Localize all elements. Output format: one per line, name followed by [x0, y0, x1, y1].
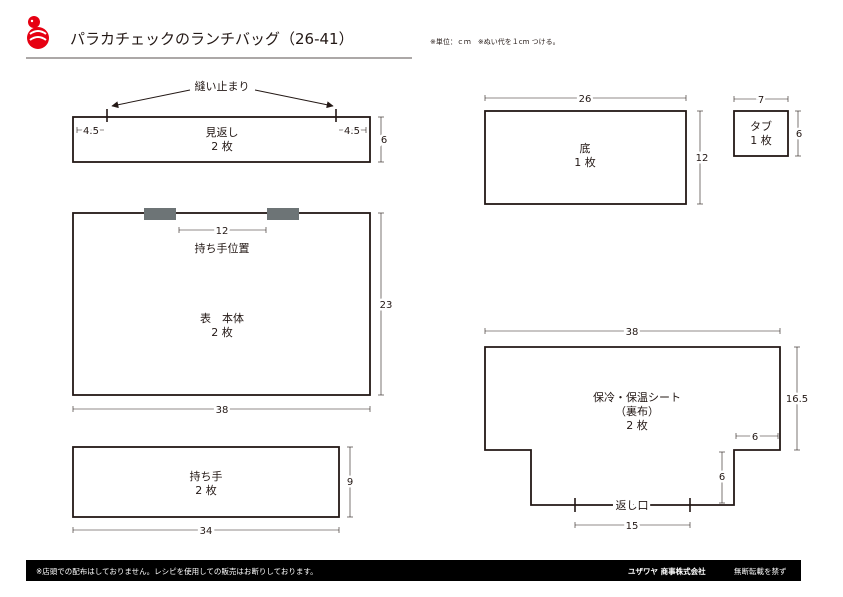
- lining-width: 38: [626, 327, 639, 338]
- tab-outline: [733, 110, 789, 157]
- footer-copyright: 無断転載を禁ず: [734, 566, 787, 576]
- lining-count: 2 枚: [626, 418, 648, 432]
- tab-label: タブ: [750, 119, 772, 133]
- handle-gap: 12: [216, 226, 229, 237]
- body-count: 2 枚: [211, 325, 233, 339]
- body-label: 表 本体: [200, 311, 244, 325]
- brand-logo-icon: [27, 16, 49, 49]
- handle-outline: [72, 446, 340, 518]
- footer-bar: [26, 560, 801, 581]
- unit-note: ※単位：ｃｍ ※ぬい代を１cm つける。: [430, 37, 560, 46]
- opening-label: 返し口: [616, 499, 649, 512]
- lining-outline: [484, 346, 781, 506]
- facing-height: 6: [381, 135, 387, 146]
- bottom-outline: [484, 110, 687, 205]
- bottom-height: 12: [696, 153, 709, 164]
- handle-height: 9: [347, 477, 353, 488]
- facing-label: 見返し: [206, 126, 239, 139]
- notch-height: 6: [719, 472, 725, 483]
- body-piece: 12 持ち手位置 表 本体 2 枚 23 38: [72, 208, 395, 419]
- handle-width: 34: [200, 526, 213, 537]
- notch-width: 6: [752, 432, 758, 443]
- body-width: 38: [216, 405, 229, 416]
- lining-piece: 38 返し口 保冷・保温シート （裏布） 2 枚 16.5 6 6 15: [484, 325, 811, 535]
- bottom-width: 26: [579, 94, 592, 105]
- stitch-stop-arrow-left: [111, 89, 191, 109]
- handle-count: 2 枚: [195, 483, 217, 497]
- facing-outline: [72, 116, 371, 163]
- bottom-label: 底: [580, 141, 591, 155]
- facing-right-offset: 4.5: [344, 126, 360, 137]
- facing-left-offset: 4.5: [83, 126, 99, 137]
- handle-label: 持ち手: [190, 469, 223, 483]
- bottom-count: 1 枚: [574, 155, 596, 169]
- lining-label: 保冷・保温シート: [593, 390, 681, 404]
- lining-height: 16.5: [786, 394, 808, 405]
- footer-notice: ※店頭での配布はしておりません。レシピを使用しての販売はお断りしております。: [36, 566, 318, 576]
- stitch-stop-label: 縫い止まり: [195, 79, 250, 93]
- tab-width: 7: [758, 95, 764, 106]
- stitch-stop-arrow-right: [254, 89, 334, 109]
- lining-sub-label: （裏布）: [615, 404, 659, 418]
- opening-width: 15: [626, 521, 639, 532]
- body-outline: [72, 212, 371, 396]
- handle-marker-left: [144, 208, 176, 220]
- facing-count: 2 枚: [211, 139, 233, 153]
- handle-position-label: 持ち手位置: [195, 241, 250, 255]
- tab-piece: 7 タブ 1 枚 6: [733, 93, 805, 157]
- facing-piece: 縫い止まり 4.5 4.5 見返し 2 枚 6: [72, 79, 390, 163]
- handle-marker-right: [267, 208, 299, 220]
- page-title: パラカチェックのランチバッグ（26-41）: [70, 30, 354, 48]
- tab-count: 1 枚: [750, 133, 772, 147]
- tab-height: 6: [796, 129, 802, 140]
- handle-piece: 持ち手 2 枚 9 34: [72, 446, 356, 540]
- footer-company: ユザワヤ 商事株式会社: [628, 566, 706, 576]
- body-height: 23: [380, 300, 393, 311]
- bottom-piece: 26 底 1 枚 12: [484, 92, 711, 205]
